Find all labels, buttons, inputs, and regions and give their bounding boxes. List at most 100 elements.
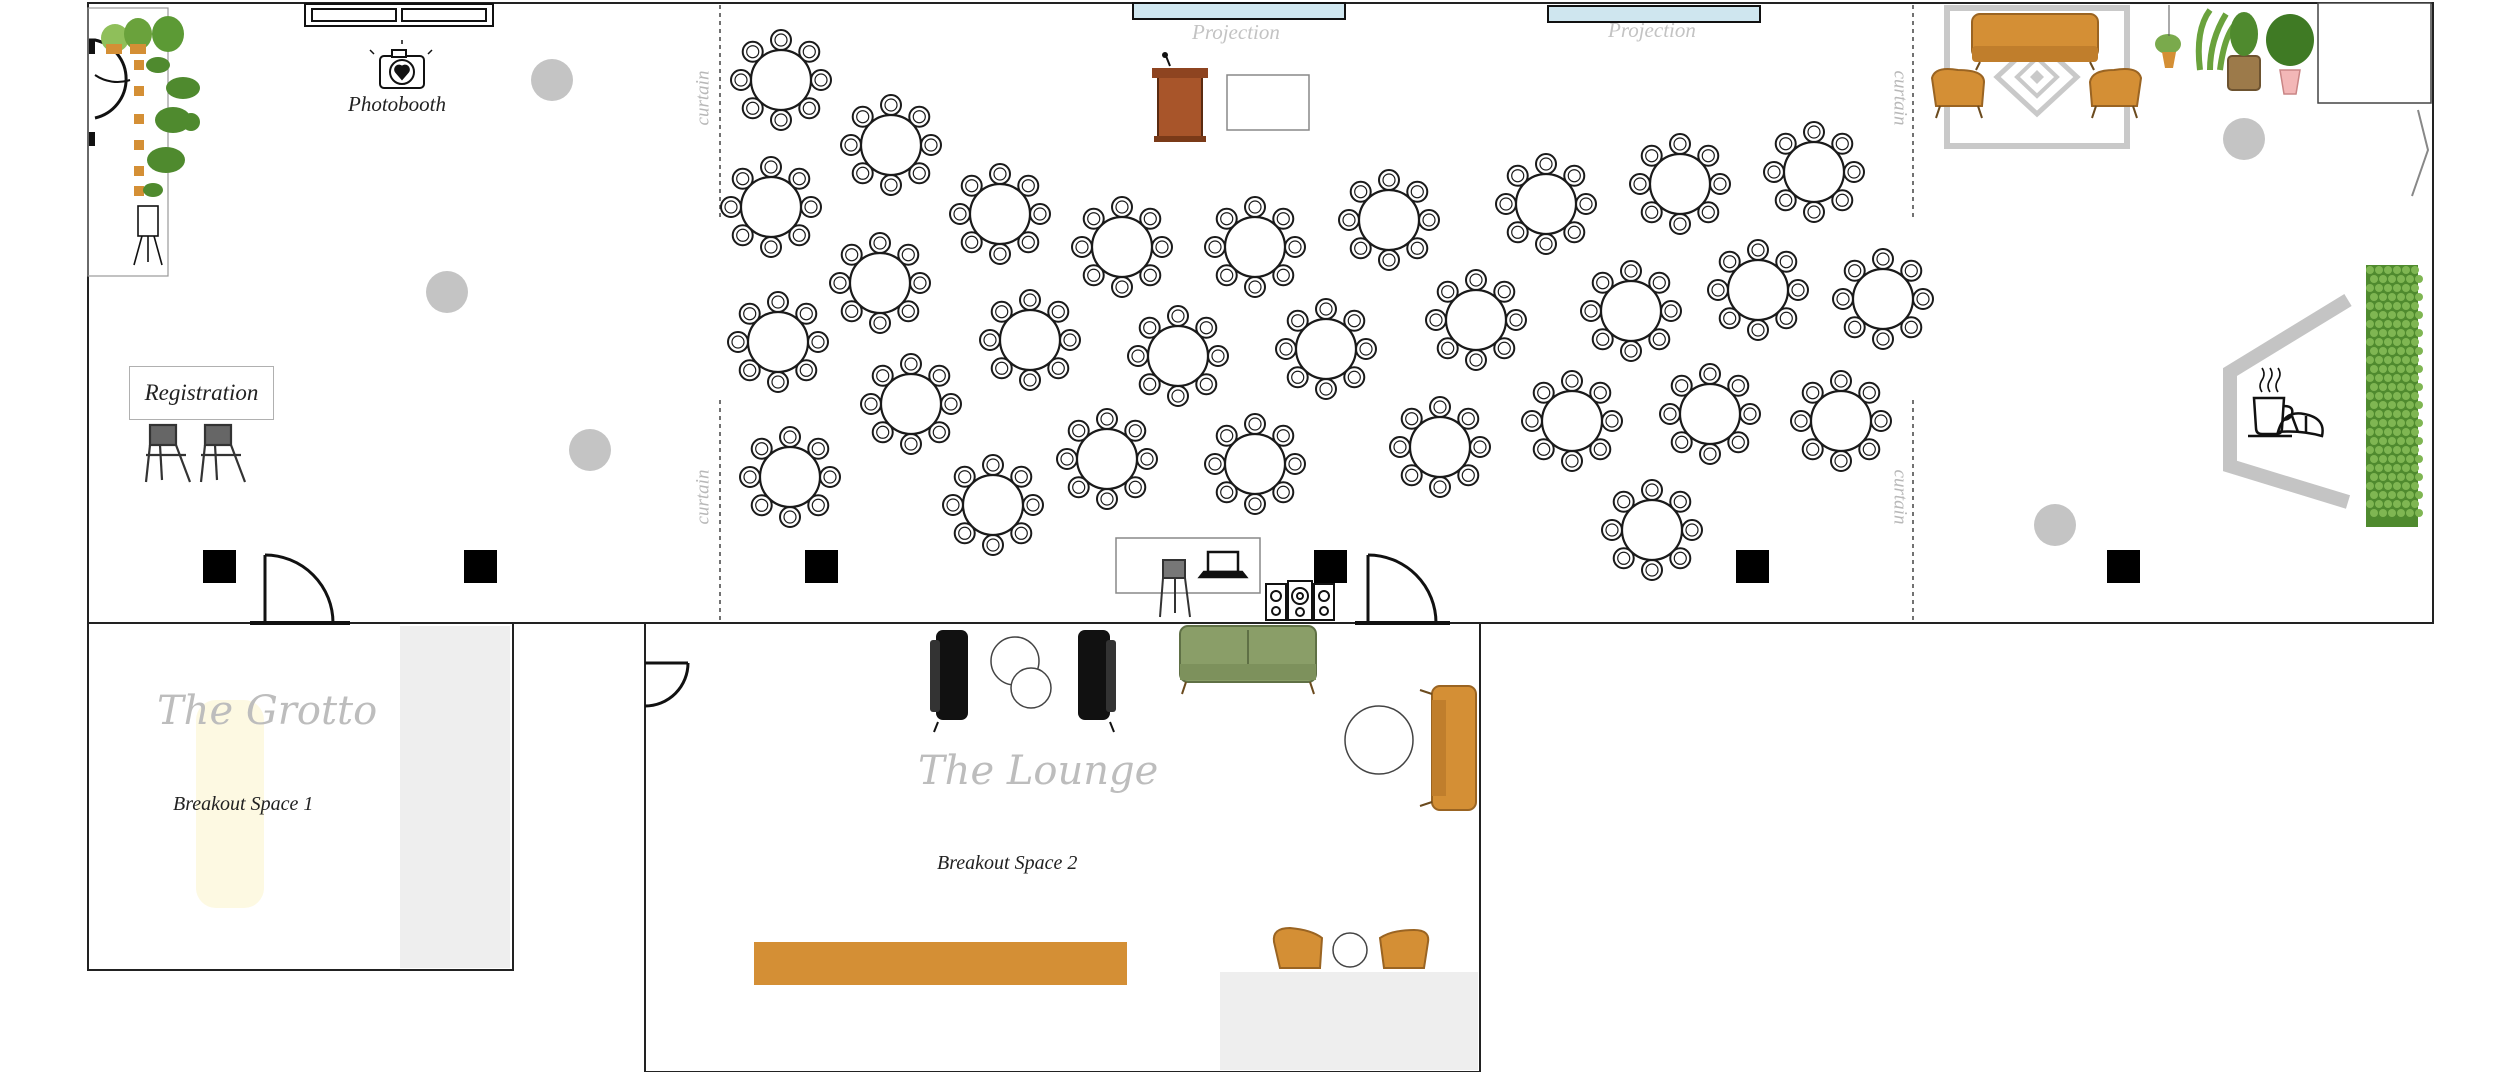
seat (1286, 309, 1309, 332)
potted-plant-icon (101, 16, 200, 197)
lounge-title: The Lounge (918, 748, 1159, 794)
seat (1151, 236, 1173, 258)
seat (869, 232, 891, 254)
seat (1858, 438, 1881, 461)
seat (798, 40, 821, 63)
table-top (961, 473, 1025, 537)
chair-icon (1159, 559, 1191, 618)
seat (795, 302, 818, 325)
seat (990, 300, 1013, 323)
seat (798, 97, 821, 120)
seat (1111, 196, 1133, 218)
seat (979, 329, 1001, 351)
seat (1272, 481, 1295, 504)
seat (960, 231, 983, 254)
seat (1669, 547, 1692, 570)
seat (1580, 300, 1602, 322)
seat (1167, 305, 1189, 327)
seat (1315, 298, 1337, 320)
round-table (1204, 196, 1306, 298)
seat (1406, 180, 1429, 203)
seat (1843, 259, 1866, 282)
seat (741, 40, 764, 63)
table-top (1223, 432, 1287, 496)
seat (760, 236, 782, 258)
lounge-bench (754, 942, 1127, 985)
seat (1832, 288, 1854, 310)
seat (767, 291, 789, 313)
seat (1215, 264, 1238, 287)
seat (1071, 236, 1093, 258)
photobooth-label: Photobooth (348, 92, 446, 116)
seat (1272, 424, 1295, 447)
seat (1648, 328, 1671, 351)
seat (1843, 316, 1866, 339)
seat (779, 506, 801, 528)
seat (1127, 345, 1149, 367)
seat (1775, 307, 1798, 330)
seat (942, 494, 964, 516)
grotto-cream-table (196, 700, 264, 908)
seat (1349, 180, 1372, 203)
table-top (848, 251, 912, 315)
seat (920, 134, 942, 156)
round-table (1338, 169, 1440, 271)
seat (1648, 271, 1671, 294)
round-table (1071, 196, 1173, 298)
round-table (1425, 269, 1527, 371)
seat (1111, 276, 1133, 298)
seat (1056, 448, 1078, 470)
seat (1563, 164, 1586, 187)
seat (897, 300, 920, 323)
highboy (531, 59, 573, 101)
seat (1286, 366, 1309, 389)
projection-label-right: Projection (1608, 18, 1696, 42)
round-table (1495, 153, 1597, 255)
round-table (1763, 121, 1865, 223)
seat (1067, 419, 1090, 442)
seat (1801, 381, 1824, 404)
column (203, 550, 236, 583)
seat (928, 364, 951, 387)
podium-icon (1152, 52, 1208, 142)
seat (982, 454, 1004, 476)
seat (1912, 288, 1934, 310)
seat (1272, 207, 1295, 230)
seat (1469, 436, 1491, 458)
seat (1830, 450, 1852, 472)
chair-icon (199, 423, 247, 483)
table-top (1090, 215, 1154, 279)
seat (982, 534, 1004, 556)
seat (1406, 237, 1429, 260)
seat (1389, 436, 1411, 458)
door-lounge (644, 661, 690, 708)
table-top (968, 182, 1032, 246)
seat (1640, 144, 1663, 167)
armchair-right (2088, 68, 2143, 119)
table-top (1809, 389, 1873, 453)
round-table (829, 232, 931, 334)
seat (1167, 385, 1189, 407)
table-top (879, 372, 943, 436)
seat (1429, 476, 1451, 498)
seat (767, 371, 789, 393)
seat (807, 494, 830, 517)
curtain-label: curtain (692, 469, 714, 525)
seat (1207, 345, 1229, 367)
seat (1718, 250, 1741, 273)
seat (1244, 276, 1266, 298)
seat (1660, 300, 1682, 322)
seat (990, 357, 1013, 380)
seat (840, 134, 862, 156)
seat (1900, 316, 1923, 339)
camera-heart-icon (369, 40, 433, 89)
round-table (840, 94, 942, 196)
seat (1900, 259, 1923, 282)
seat (1831, 189, 1854, 212)
seat (1659, 403, 1681, 425)
doors (88, 38, 1450, 708)
seat (1429, 396, 1451, 418)
seat (1096, 488, 1118, 510)
column (1314, 550, 1347, 583)
column (805, 550, 838, 583)
